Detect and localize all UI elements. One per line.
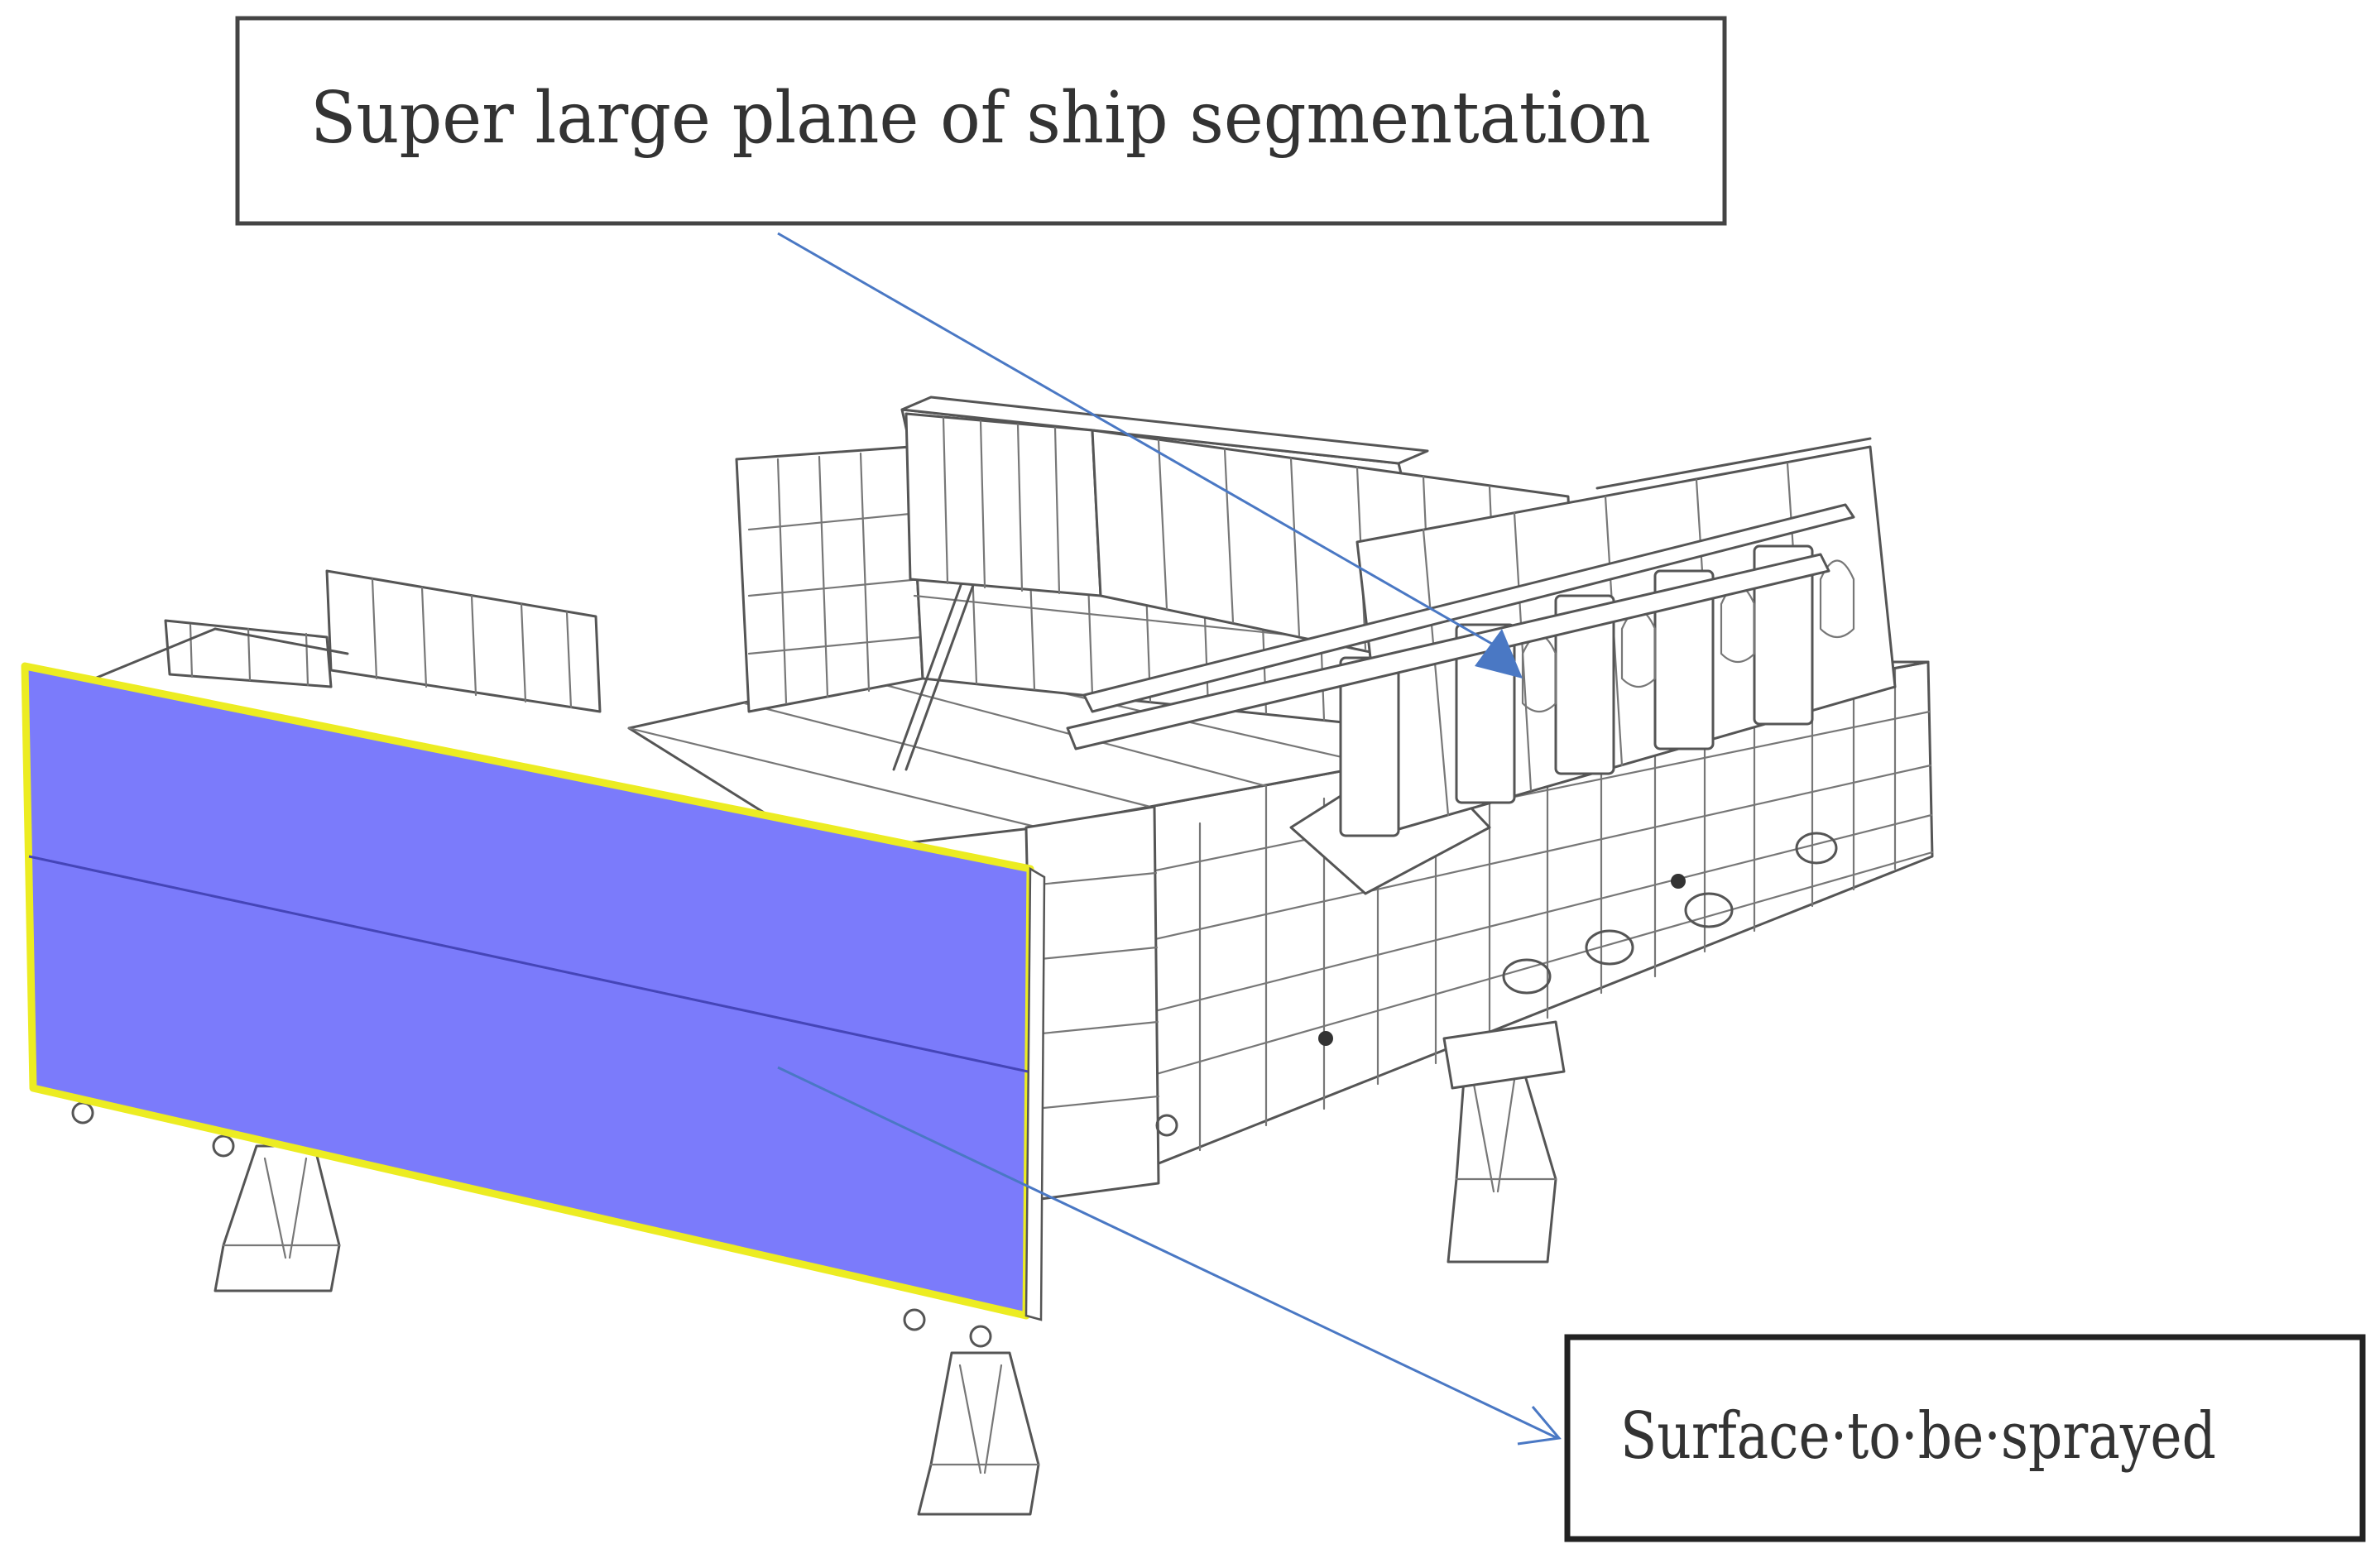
top-leader xyxy=(777,232,1523,679)
right-transverse-frames xyxy=(1066,437,1897,837)
ship-segment-drawing xyxy=(21,396,1934,1516)
top-callout-label: Super large plane of ship segmentation xyxy=(310,77,1651,160)
bottom-callout-label: Surface·to·be·sprayed xyxy=(1620,1399,2216,1474)
top-leader-line xyxy=(777,232,1503,651)
bottom-leader-arrowhead xyxy=(1517,1406,1562,1446)
support-stands xyxy=(214,1020,1566,1516)
top-leader-arrowhead xyxy=(1475,629,1523,679)
front-right-wall xyxy=(1024,805,1160,1201)
top-callout-box xyxy=(235,16,1727,226)
bottom-callout: Surface·to·be·sprayed xyxy=(1564,1334,2366,1542)
top-callout: Super large plane of ship segmentation xyxy=(235,16,1727,226)
bottom-callout-box xyxy=(1564,1334,2366,1542)
bottom-leader-line xyxy=(777,1066,1558,1440)
highlighted-surface xyxy=(21,662,1046,1321)
left-low-bulkhead xyxy=(73,569,602,713)
bottom-leader xyxy=(777,1066,1562,1446)
